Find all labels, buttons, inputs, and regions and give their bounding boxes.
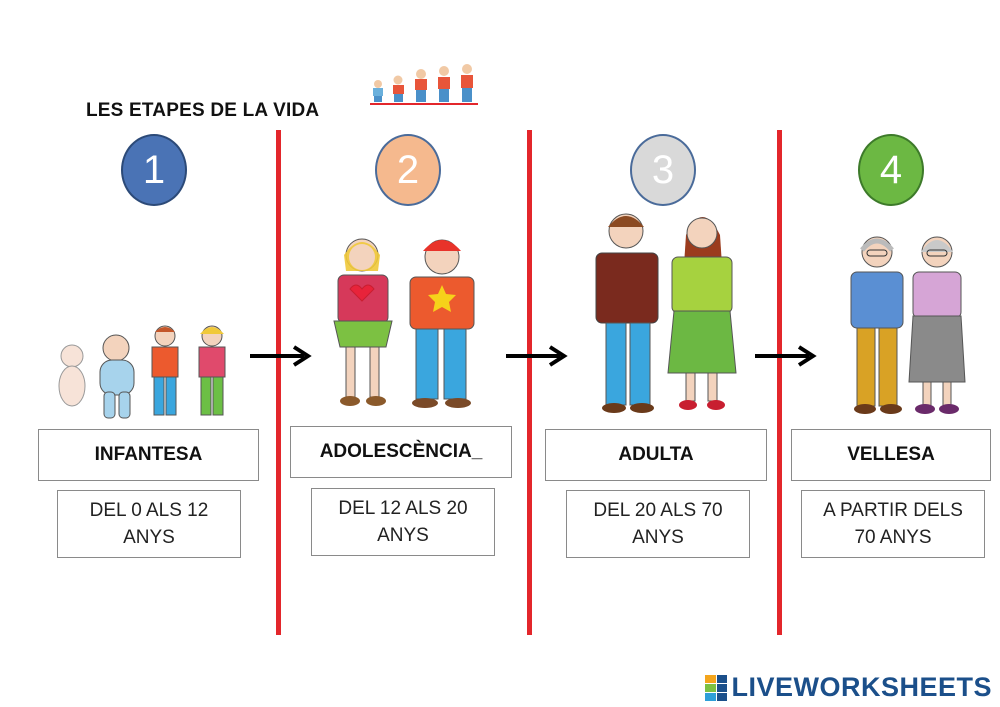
stage-4-number: 4 <box>858 134 924 206</box>
logo-text: LIVEWORKSHEETS <box>731 672 992 702</box>
stage-4-ages: A PARTIR DELS 70 ANYS <box>801 490 985 558</box>
stage-1-number: 1 <box>121 134 187 206</box>
page-title: LES ETAPES DE LA VIDA <box>86 100 320 121</box>
separator-line <box>276 130 281 635</box>
separator-line <box>777 130 782 635</box>
stage-2-number: 2 <box>375 134 441 206</box>
stage-3-number: 3 <box>630 134 696 206</box>
arrow-right-icon <box>250 345 312 367</box>
stage-3-name: ADULTA <box>545 429 767 481</box>
teenagers-illustration <box>333 238 475 408</box>
stage-2-ages: DEL 12 ALS 20 ANYS <box>311 488 495 556</box>
children-illustration <box>58 325 226 419</box>
adults-illustration <box>595 213 737 413</box>
arrow-right-icon <box>506 345 568 367</box>
stage-2-name: ADOLESCÈNCIA_ <box>290 426 512 478</box>
stage-1-ages: DEL 0 ALS 12 ANYS <box>57 490 241 558</box>
liveworksheets-logo[interactable]: LIVEWORKSHEETS <box>705 672 992 703</box>
stage-3-ages: DEL 20 ALS 70 ANYS <box>566 490 750 558</box>
logo-mark-icon <box>705 674 728 701</box>
arrow-right-icon <box>755 345 817 367</box>
elderly-illustration <box>850 236 966 414</box>
stage-4-name: VELLESA <box>791 429 991 481</box>
separator-line <box>527 130 532 635</box>
family-growth-icon <box>370 64 478 105</box>
stage-1-name: INFANTESA <box>38 429 259 481</box>
